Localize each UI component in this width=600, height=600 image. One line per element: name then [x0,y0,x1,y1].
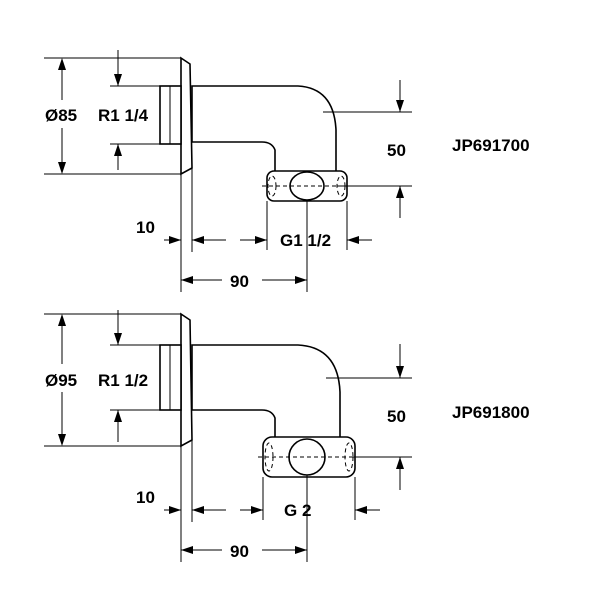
fitting-body [159,312,395,478]
outlet-thread-label: G1 1/2 [280,231,331,250]
outlet-thread-label: G 2 [284,501,311,520]
dim-flange-thickness [164,168,372,292]
inlet-thread-label: R1 1/4 [98,106,149,125]
dim-drop [326,344,412,490]
drop-label: 50 [387,407,406,426]
dim-inlet-thread [110,310,160,442]
dim-flange-diameter [44,313,181,447]
dim-flange-thickness [164,440,380,562]
inlet-thread-label: R1 1/2 [98,371,148,390]
dim-drop [323,80,412,218]
flange-diameter-label: Ø85 [45,106,77,125]
reach-label: 90 [230,542,249,561]
fitting-body [159,56,395,202]
flange-diameter-label: Ø95 [45,371,77,390]
fitting-jp691700: Ø85 R1 1/4 50 JP691700 [44,50,530,292]
flange-thickness-label: 10 [136,218,155,237]
fitting-jp691800: Ø95 R1 1/2 50 JP691800 [44,310,530,562]
dim-inlet-thread [110,50,160,170]
dim-reach [181,276,307,284]
flange-thickness-label: 10 [136,488,155,507]
drop-label: 50 [387,141,406,160]
dim-flange-diameter [44,57,181,175]
dim-reach [181,546,307,554]
product-code: JP691700 [452,136,530,155]
reach-label: 90 [230,272,249,291]
product-code: JP691800 [452,403,530,422]
